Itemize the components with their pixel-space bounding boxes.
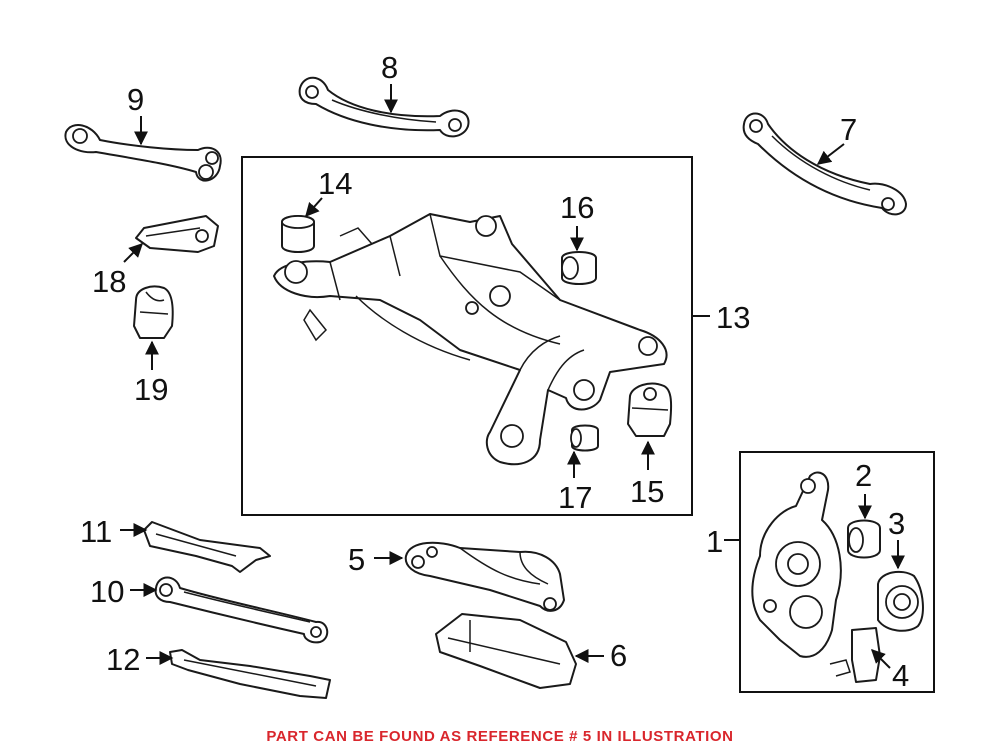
callout-1: 1 — [706, 524, 723, 559]
callout-2: 2 — [855, 458, 872, 493]
callout-4: 4 — [892, 658, 909, 693]
part-8-control-arm[interactable] — [298, 76, 470, 138]
callout-9: 9 — [127, 82, 144, 117]
part-2-bushing[interactable] — [847, 519, 881, 559]
callout-17: 17 — [558, 480, 592, 515]
callout-18: 18 — [92, 264, 126, 299]
part-17-bushing[interactable] — [570, 424, 599, 452]
part-14-bushing[interactable] — [281, 215, 315, 253]
part-16-bushing[interactable] — [561, 251, 597, 285]
pointer-lines — [120, 84, 905, 669]
callout-10: 10 — [90, 574, 124, 609]
callout-19: 19 — [134, 372, 168, 407]
part-5-lower-control-arm[interactable] — [404, 541, 565, 612]
callout-7: 7 — [840, 112, 857, 147]
part-12-strut[interactable] — [169, 649, 331, 699]
subframe-group-box — [241, 156, 693, 516]
callout-12: 12 — [106, 642, 140, 677]
part-7-control-arm[interactable] — [742, 112, 907, 216]
part-9-control-arm[interactable] — [64, 124, 222, 182]
part-1-knuckle[interactable] — [751, 471, 842, 658]
part-6-shield[interactable] — [435, 613, 577, 689]
knuckle-group-box — [739, 451, 935, 693]
callout-14: 14 — [318, 166, 352, 201]
footnote-text: PART CAN BE FOUND AS REFERENCE # 5 IN IL… — [266, 728, 734, 745]
callout-numbers: 9 8 7 14 16 18 19 13 15 17 11 10 12 5 6 … — [80, 50, 909, 693]
part-13-subframe[interactable] — [273, 213, 668, 466]
callout-5: 5 — [348, 542, 365, 577]
part-4-shield[interactable] — [829, 627, 881, 683]
part-15-mount[interactable] — [627, 382, 673, 437]
part-3-hub-bearing[interactable] — [877, 570, 924, 632]
part-19-mount[interactable] — [133, 285, 174, 339]
callout-3: 3 — [888, 506, 905, 541]
part-11-strut[interactable] — [143, 521, 271, 573]
callout-13: 13 — [716, 300, 750, 335]
part-18-bracket[interactable] — [135, 215, 219, 253]
part-10-control-arm[interactable] — [154, 576, 329, 644]
callout-16: 16 — [560, 190, 594, 225]
callout-6: 6 — [610, 638, 627, 673]
callout-15: 15 — [630, 474, 664, 509]
callout-8: 8 — [381, 50, 398, 85]
callout-11: 11 — [80, 514, 112, 549]
